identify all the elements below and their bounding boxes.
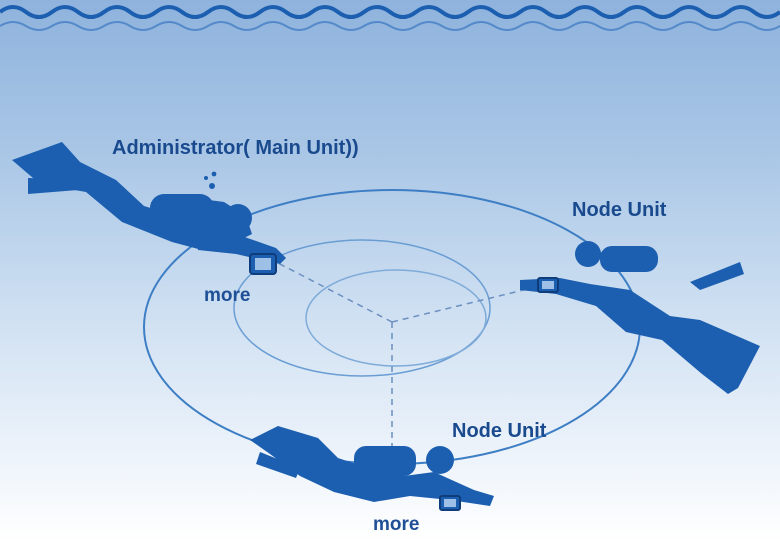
middle-range-ring: [233, 239, 491, 377]
water-surface-wave-2: [0, 21, 780, 31]
more-bottom-label: more: [373, 514, 420, 535]
signal-links: [275, 261, 541, 470]
node-unit-right-label: Node Unit: [572, 199, 667, 221]
node-unit-diver-right: [520, 241, 760, 394]
water-surface-wave: [0, 5, 780, 19]
inner-range-ring: [305, 269, 487, 367]
more-left-label: more: [204, 285, 251, 306]
administrator-diver: [12, 142, 286, 275]
node-unit-bottom-label: Node Unit: [452, 420, 547, 442]
node-unit-diver-bottom: [250, 426, 494, 511]
administrator-label: Administrator( Main Unit)): [112, 137, 359, 159]
